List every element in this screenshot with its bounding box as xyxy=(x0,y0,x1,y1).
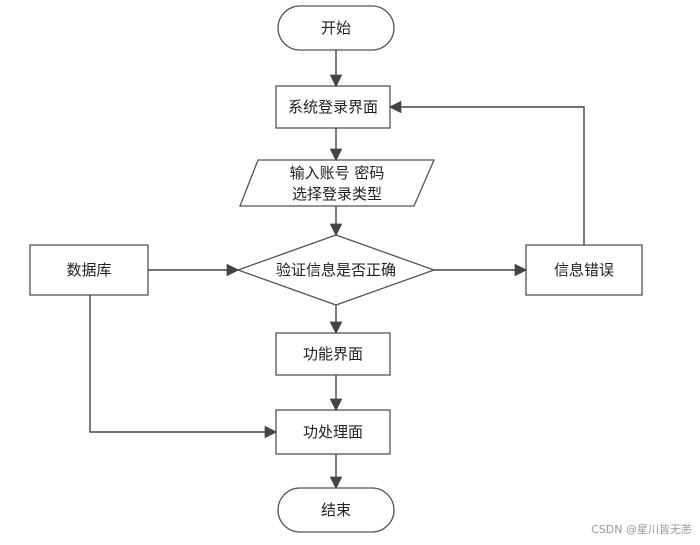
database-label: 数据库 xyxy=(66,261,111,279)
error-label: 信息错误 xyxy=(554,261,614,279)
input-label-line1: 输入账号 密码 xyxy=(290,164,385,182)
process-label: 功处理面 xyxy=(303,423,363,441)
login-screen-box xyxy=(275,85,391,129)
arrow-database-to-process xyxy=(89,295,278,439)
end-label: 结束 xyxy=(321,501,351,519)
input-label-line2: 选择登录类型 xyxy=(292,185,382,203)
arrow-error-to-login xyxy=(388,100,585,245)
start-label: 开始 xyxy=(321,19,351,37)
input-parallelogram xyxy=(239,159,435,207)
function-label: 功能界面 xyxy=(303,345,363,363)
verify-label: 验证信息是否正确 xyxy=(276,261,396,279)
login-label: 系统登录界面 xyxy=(288,98,378,116)
function-screen-box xyxy=(275,332,391,376)
watermark: CSDN @星川皆无恙 xyxy=(591,523,692,536)
